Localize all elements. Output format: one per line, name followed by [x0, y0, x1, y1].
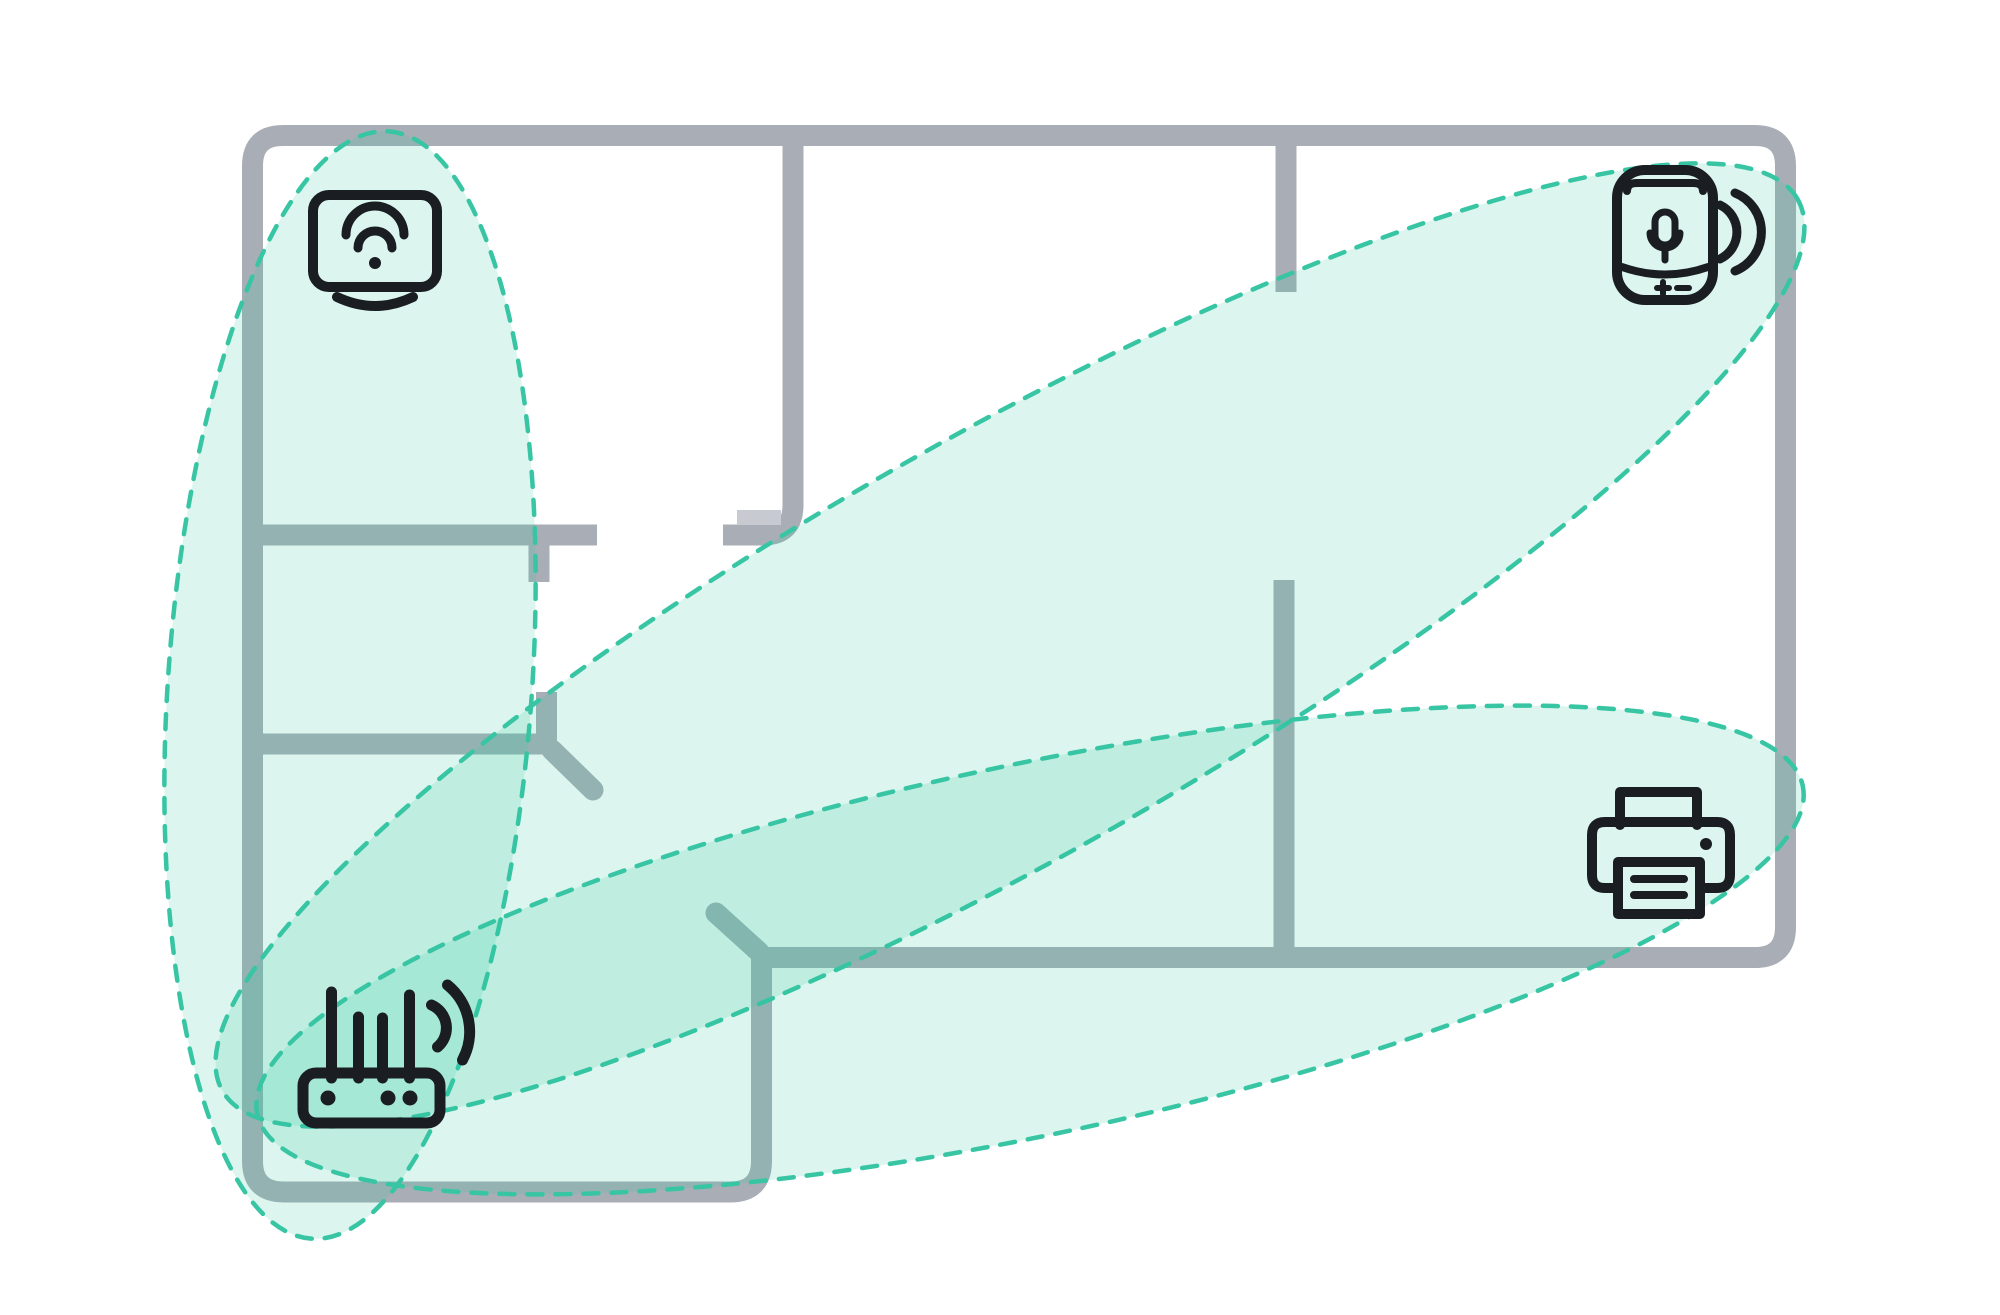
tv-wifi-arc-inner [353, 226, 397, 253]
speaker-sound-wave-outer [1730, 188, 1766, 276]
router-led-left [320, 1090, 336, 1106]
tv-stand [332, 292, 418, 311]
printer-paper-lines [1630, 875, 1688, 899]
door-panel-light [737, 510, 781, 525]
wifi-beam-to-speaker [213, 161, 1807, 1129]
wifi-beam-to-printer [254, 703, 1806, 1197]
interior-wall-j [723, 135, 804, 546]
router-led-right [402, 1090, 418, 1106]
printer-status-light [1700, 838, 1712, 850]
wifi-beams [162, 128, 1807, 1242]
speaker-top-rim [1623, 179, 1707, 195]
printer-paper-top [1615, 787, 1702, 830]
tv-screen [308, 190, 442, 292]
smart-tv-icon [308, 190, 442, 311]
router-signal-wave-inner [426, 999, 452, 1053]
devices [297, 165, 1766, 1129]
printer-icon [1587, 787, 1735, 919]
router-antennas [326, 986, 415, 1084]
tv-wifi-dot [369, 257, 381, 269]
router-signal-wave-outer [442, 979, 476, 1066]
door-leaf-step [705, 902, 770, 963]
router-body [297, 1067, 446, 1129]
wifi-beam-to-tv [162, 128, 538, 1242]
door-leaf-lower-left [541, 739, 604, 801]
printer-output-tray [1613, 857, 1705, 919]
speaker-bottom-rim [1618, 263, 1712, 279]
speaker-volume-plus [1654, 279, 1672, 297]
speaker-sound-wave-inner [1715, 200, 1742, 264]
smart-speaker-icon [1612, 165, 1766, 305]
wifi-router-icon [297, 979, 476, 1129]
speaker-body [1612, 165, 1718, 305]
printer-body [1587, 817, 1735, 893]
router-led-mid [380, 1090, 396, 1106]
tv-wifi-arc-outer [341, 201, 409, 240]
